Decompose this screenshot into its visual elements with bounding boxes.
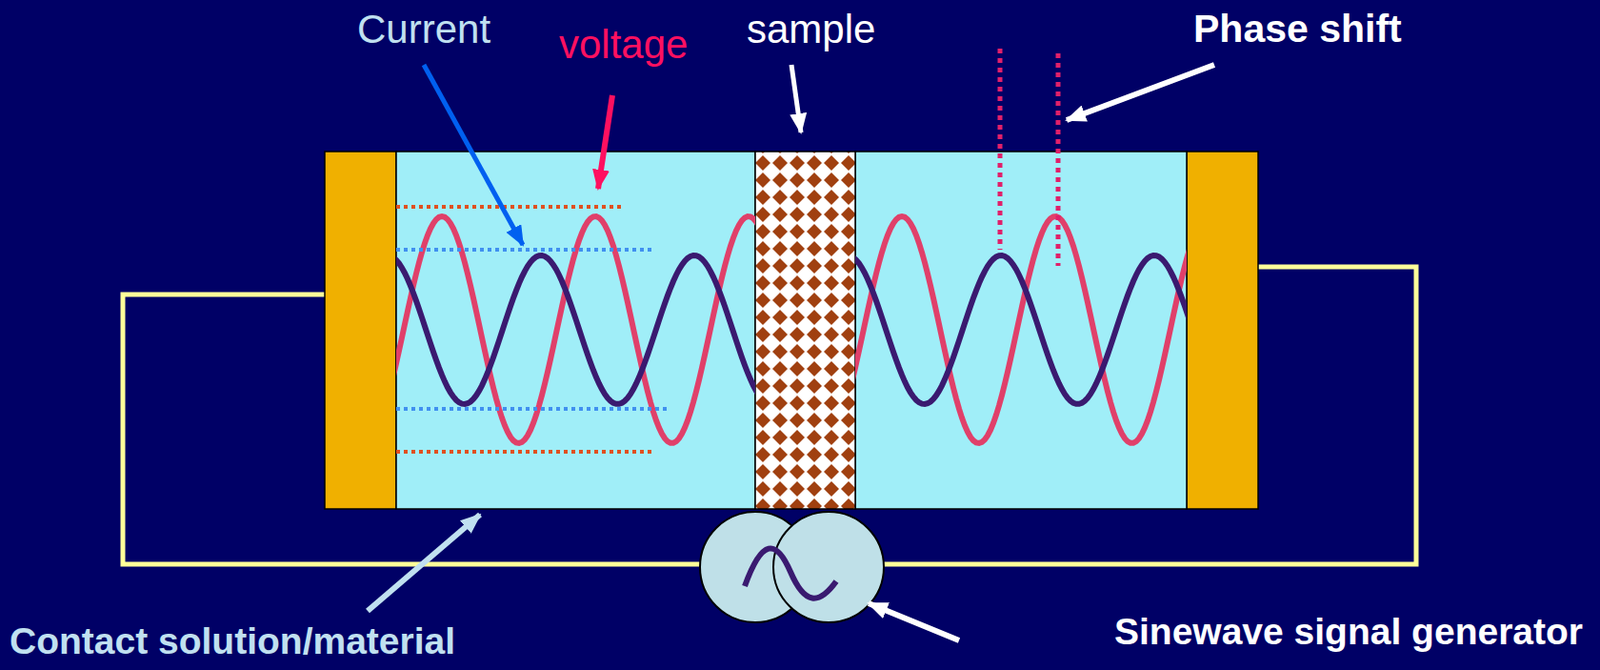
current-wave: [390, 255, 1191, 404]
voltage-label: voltage: [559, 22, 688, 67]
leader-arrow: [598, 95, 613, 189]
sample-label: sample: [746, 7, 876, 52]
phase-shift-label: Phase shift: [1193, 7, 1402, 51]
sine-symbol: [744, 547, 837, 598]
phase-marker: [1056, 53, 1061, 266]
amplitude-guide: [396, 449, 654, 454]
voltage-wave: [390, 216, 1191, 443]
leader-arrow: [868, 602, 960, 640]
electrode: [324, 151, 397, 509]
leader-arrow: [367, 514, 480, 611]
contact-label: Contact solution/material: [9, 620, 456, 662]
leader-arrow: [423, 64, 523, 245]
leader-arrow: [791, 64, 801, 133]
contact-solution: [855, 151, 1187, 509]
sample-membrane: [755, 151, 856, 509]
electrode: [1186, 151, 1259, 509]
amplitude-guide: [396, 247, 654, 252]
leader-arrow: [1066, 64, 1215, 120]
phase-marker: [998, 48, 1003, 250]
current-label: Current: [357, 7, 491, 52]
amplitude-guide: [396, 406, 669, 411]
generator-label: Sinewave signal generator: [1114, 611, 1583, 653]
contact-solution: [396, 151, 756, 509]
amplitude-guide: [396, 204, 625, 209]
